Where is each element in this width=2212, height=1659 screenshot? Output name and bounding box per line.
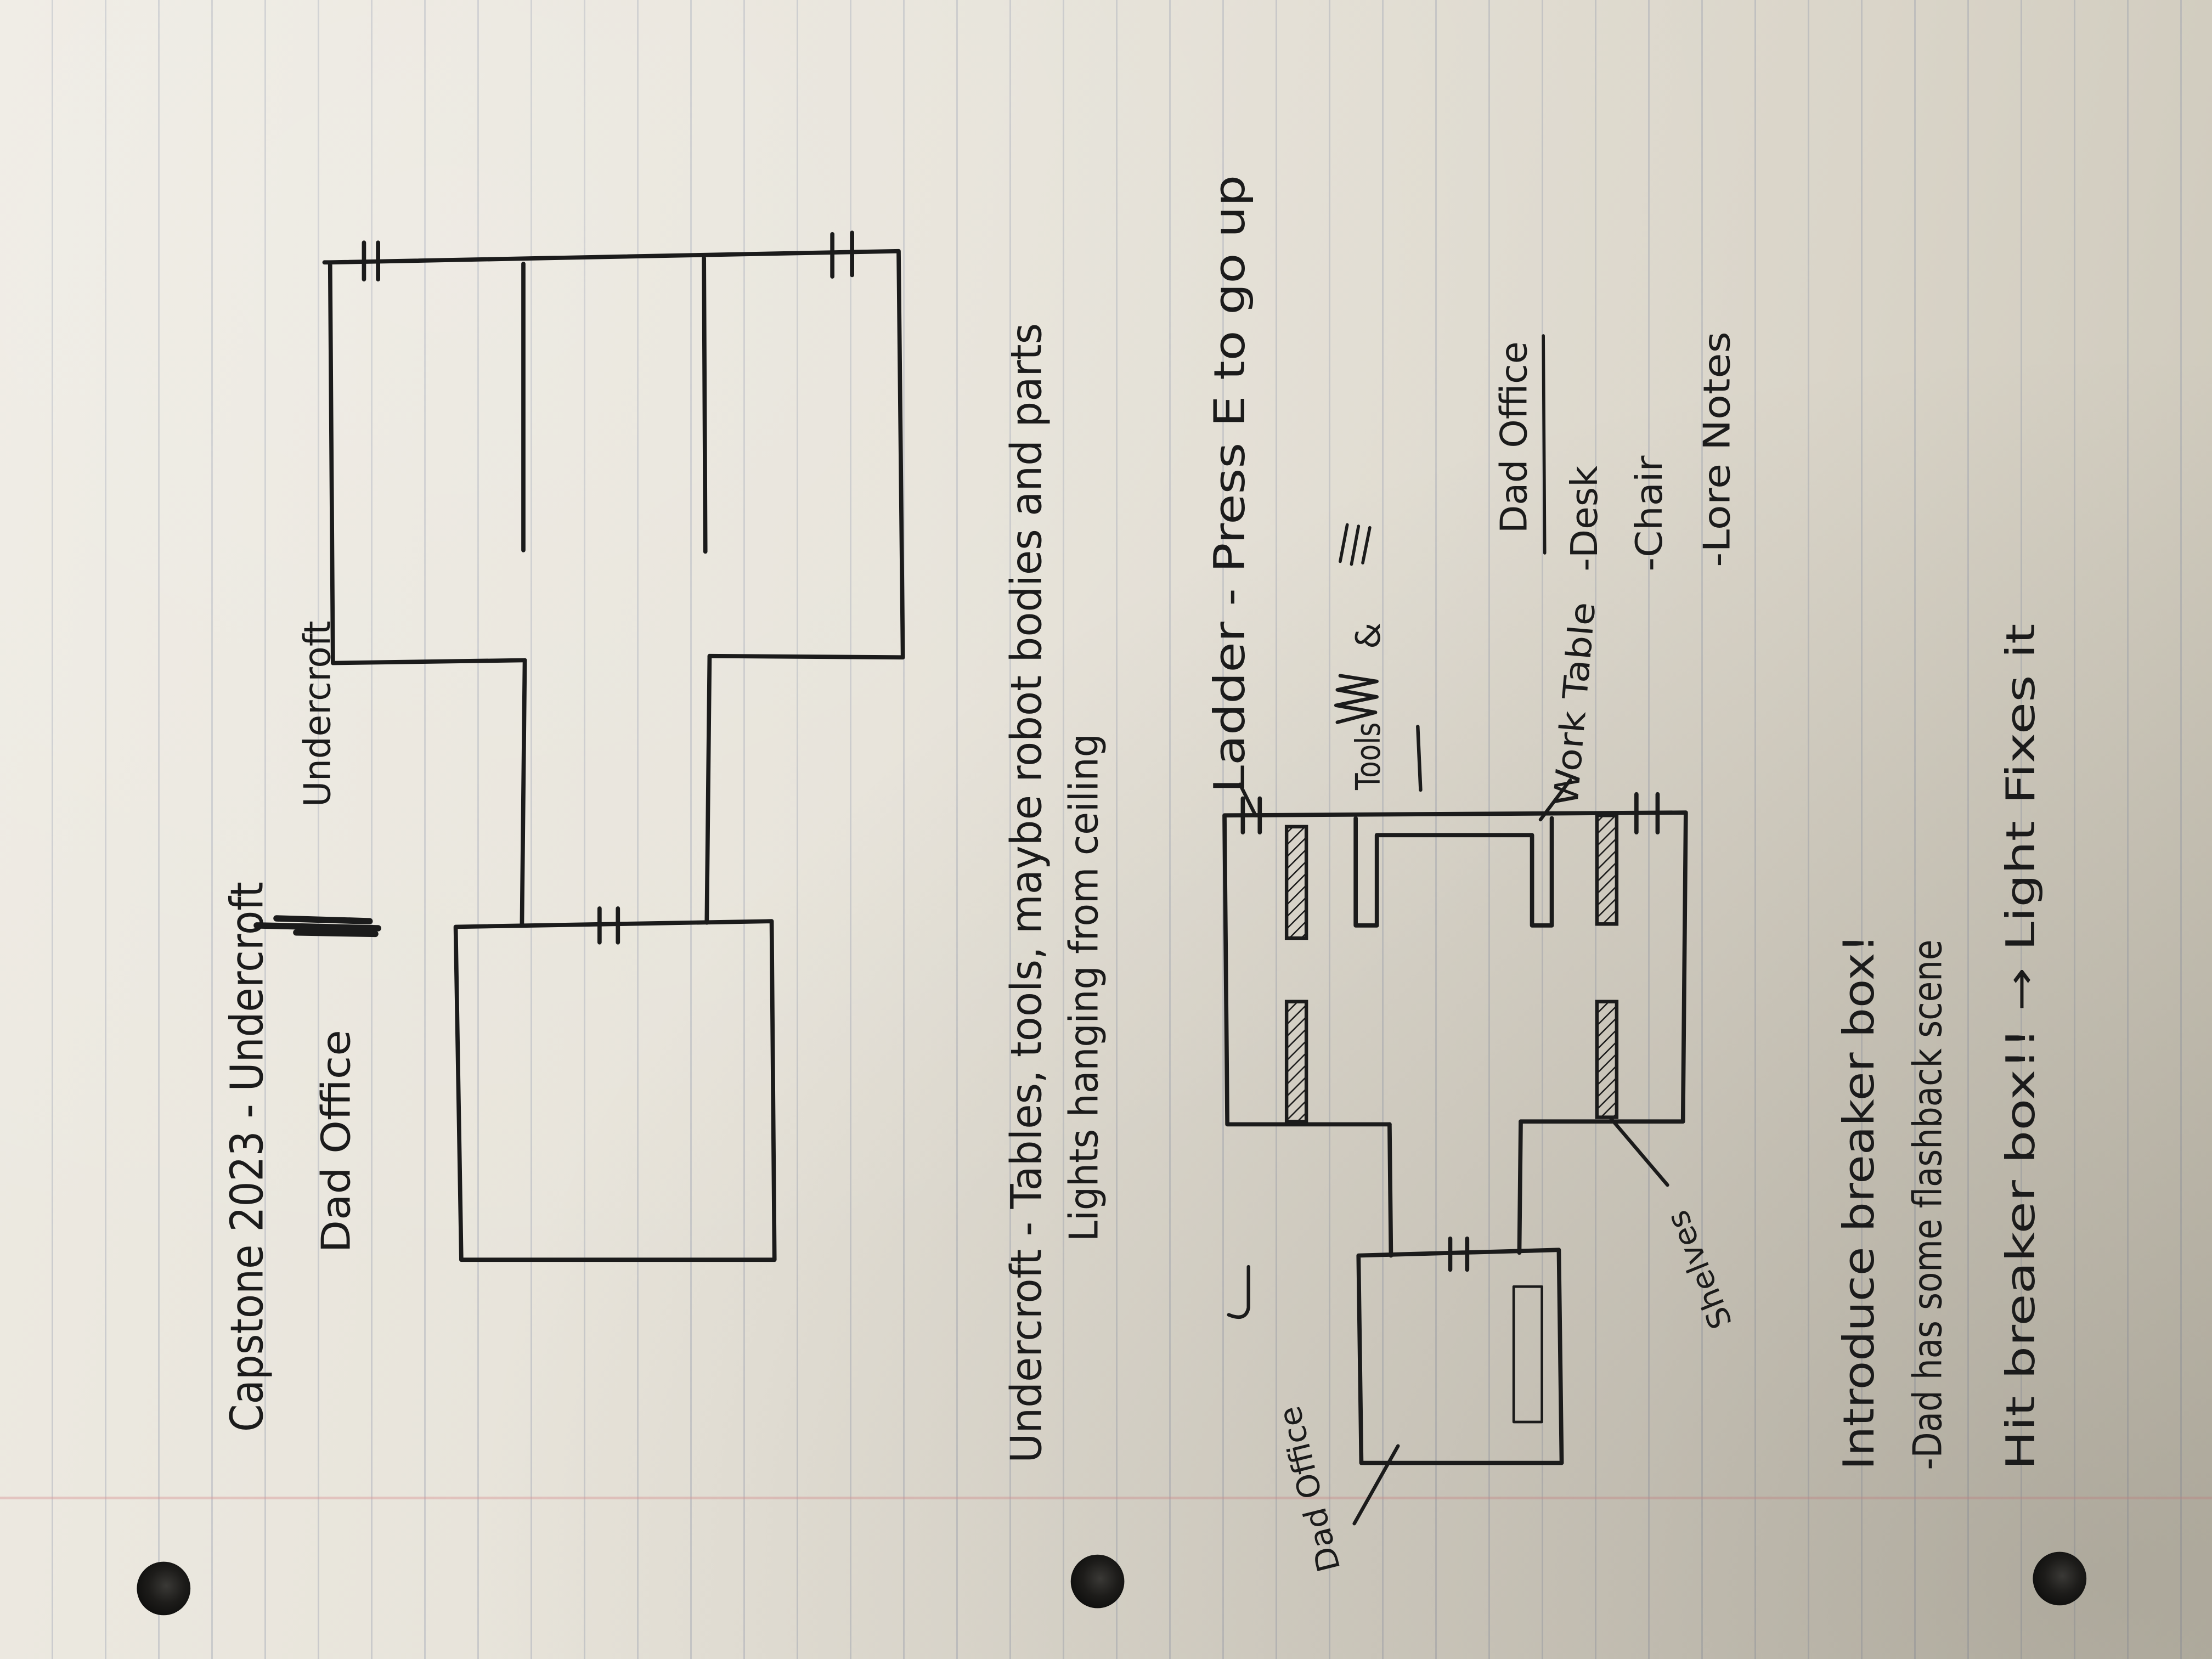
door-mark-top-right [830,230,855,279]
corridor-wall-left [520,658,527,927]
undercroft-room-outline [322,249,905,665]
header-notes: Capstone 2023 - Undercroft Dad Office Un… [221,620,381,1432]
binder-hole [137,1561,191,1616]
work-table-leader-line [1538,778,1572,822]
story-note-line-3: Hit breaker box!! → Light Fixes it [1997,624,2044,1470]
list-item: -Desk [1563,465,1606,571]
check-mark [1227,1265,1250,1319]
undercroft-notes: Undercroft - Tables, tools, maybe robot … [1002,323,1107,1463]
undercroft-note-line-2: Lights hanging from ceiling [1061,733,1107,1242]
undercroft-room-outline-detailed [1222,810,1688,1127]
tools-leader-line [1416,725,1423,792]
undercroft-note-line-1: Undercroft - Tables, tools, maybe robot … [1002,323,1052,1463]
dad-office-list: Dad Office -Desk -Chair -Lore Notes [1492,331,1738,571]
page-title: Capstone 2023 - Undercroft [221,882,273,1432]
tools-and-label: & [1348,623,1388,649]
corridor-wall-left-detailed [1387,1122,1393,1258]
story-note-line-1: Introduce breaker box! [1835,934,1884,1470]
room-from-label: Dad Office [313,1030,359,1252]
shelf-shape-right-top [1595,814,1619,926]
dad-office-room-outline-detailed [1356,1248,1564,1465]
shelves-label: Shelves [1660,1205,1740,1334]
arrow-scribble [253,915,381,938]
shelves-leader-line [1609,1116,1669,1187]
work-table-label: Work Table [1546,600,1603,808]
tools-label: Tools [1348,723,1388,791]
binder-hole [2033,1551,2087,1606]
floor-plan-overview [322,230,905,1262]
ladder-label: Ladder - Press E to go up [1205,175,1255,793]
list-item: -Chair [1628,455,1671,571]
door-mark-detailed-top-right [1634,792,1660,835]
door-mark-top-left [362,240,381,281]
door-mark-detailed-top-left [1240,796,1262,835]
dad-office-list-heading: Dad Office [1492,341,1535,533]
ladder-leader-line [1238,782,1257,817]
dad-office-leader-line [1352,1444,1400,1526]
list-item: -Lore Notes [1696,331,1739,567]
shelf-shape-left-top [1284,825,1308,940]
binder-hole [1070,1554,1125,1609]
door-mark-office [597,906,620,945]
scribble-marks [1339,523,1372,566]
dad-office-room-outline [453,919,777,1262]
door-mark-detailed-office [1448,1236,1470,1272]
corridor-wall-right-detailed [1517,1119,1523,1255]
shelf-shape-right-bottom [1595,1000,1619,1119]
work-table-shape [1353,816,1554,928]
shelf-shape-left-bottom [1284,1000,1308,1124]
dad-office-plan-label: Dad Office [1272,1403,1348,1576]
desk-shape [1512,1285,1543,1424]
story-notes: Introduce breaker box! -Dad has some fla… [1835,624,2044,1470]
story-note-line-2: -Dad has some flashback scene [1904,940,1950,1470]
crossed-out-word [1334,674,1379,724]
margin-line [0,1497,2212,1499]
undercroft-inner-wall-right [702,256,708,554]
binder-holes [137,1551,2087,1616]
dad-office-heading-underline [1542,334,1547,555]
floor-plan-detailed: Ladder - Press E to go up Tools & Work T… [1205,175,1740,1576]
corridor-wall-right [704,653,712,925]
